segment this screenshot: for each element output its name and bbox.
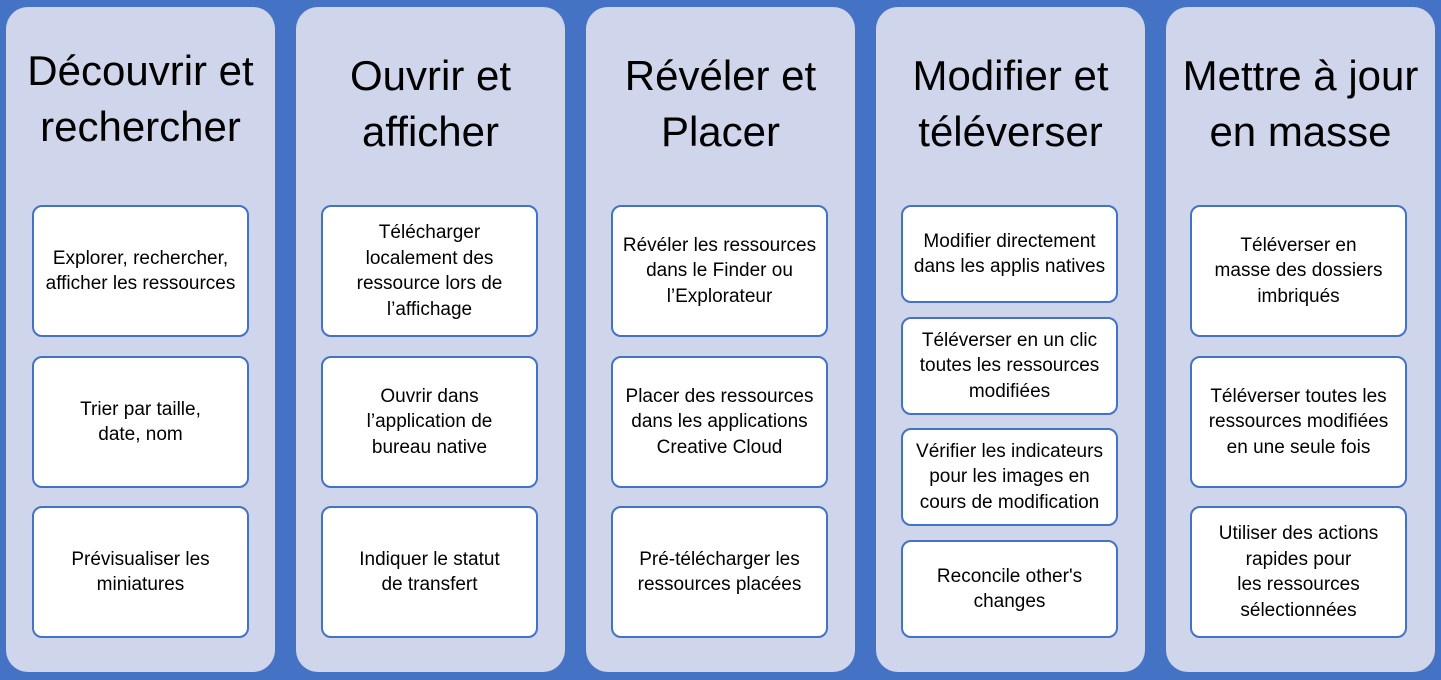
card-edit-native: Modifier directement dans les applis nat… <box>901 205 1118 303</box>
column-edit-upload: Modifier et téléverser Modifier directem… <box>876 7 1145 672</box>
column-title: Modifier et téléverser <box>912 52 1109 155</box>
column-title: Mettre à jour en masse <box>1182 52 1419 155</box>
column-bulk-update: Mettre à jour en masse Téléverser en mas… <box>1166 7 1435 672</box>
card-one-click-upload: Téléverser en un clic toutes les ressour… <box>901 317 1118 415</box>
card-quick-actions: Utiliser des actions rapides pour les re… <box>1190 506 1407 638</box>
card-predownload-placed: Pré-télécharger les ressources placées <box>611 506 828 638</box>
column-title: Ouvrir et afficher <box>349 52 512 155</box>
column-title: Découvrir et rechercher <box>27 47 254 150</box>
card-bulk-upload-folders: Téléverser en masse des dossiers imbriqu… <box>1190 205 1407 337</box>
card-preview-thumbnails: Prévisualiser les miniatures <box>32 506 249 638</box>
card-transfer-status: Indiquer le statut de transfert <box>321 506 538 638</box>
card-open-native-app: Ouvrir dans l’application de bureau nati… <box>321 356 538 488</box>
card-reveal-finder: Révéler les ressources dans le Finder ou… <box>611 205 828 337</box>
card-explore-search: Explorer, rechercher, afficher les resso… <box>32 205 249 337</box>
column-discover-search: Découvrir et rechercher Explorer, recher… <box>6 7 275 672</box>
column-reveal-place: Révéler et Placer Révéler les ressources… <box>586 7 855 672</box>
card-upload-all-modified: Téléverser toutes les ressources modifié… <box>1190 356 1407 488</box>
card-place-creative-cloud: Placer des ressources dans les applicati… <box>611 356 828 488</box>
column-title: Révéler et Placer <box>624 52 817 155</box>
column-open-view: Ouvrir et afficher Télécharger localemen… <box>296 7 565 672</box>
card-download-locally: Télécharger localement des ressource lor… <box>321 205 538 337</box>
card-check-indicators: Vérifier les indicateurs pour les images… <box>901 428 1118 526</box>
card-reconcile-changes: Reconcile other's changes <box>901 540 1118 638</box>
card-sort: Trier par taille, date, nom <box>32 356 249 488</box>
